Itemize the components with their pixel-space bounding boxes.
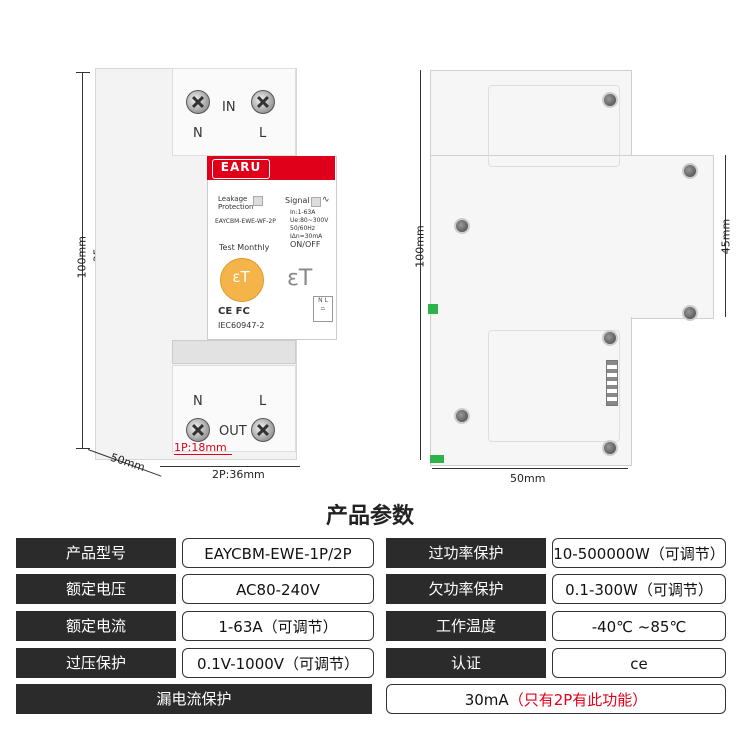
param-value: 0.1-300W（可调节）: [552, 574, 726, 604]
param-label: 认证: [386, 648, 546, 678]
screw-bottom-n: [186, 418, 210, 442]
brand-logo: EARU: [220, 160, 262, 174]
onoff-label: ON/OFF: [290, 240, 321, 249]
breaker-bottom-block: [172, 365, 296, 452]
table-title: 产品参数: [325, 504, 414, 529]
param-label: 额定电压: [16, 574, 176, 604]
front-panel: [207, 156, 337, 340]
leakage-label-1: Leakage: [218, 195, 248, 203]
side-height-line: [420, 70, 421, 460]
label-top-n: N: [193, 126, 203, 141]
panel-logo-text: εT: [287, 266, 313, 291]
param-value: -40℃ ~85℃: [552, 611, 726, 641]
signal-indicator: [311, 197, 321, 207]
side-width-label: 50mm: [510, 472, 546, 485]
model-label-small: EAYCBM-EWE-WF-2P: [215, 218, 276, 225]
side-dot-7: [682, 305, 698, 321]
last-label: 漏电流保护: [16, 684, 372, 714]
width-2p-line: [160, 466, 300, 467]
side-inner-panel-bottom: [488, 330, 620, 442]
width-1p-line: [174, 454, 232, 455]
screw-bottom-l: [251, 418, 275, 442]
test-knob[interactable]: [220, 258, 264, 302]
param-label: 额定电流: [16, 611, 176, 641]
side-inner-panel-top: [488, 85, 620, 167]
side-width-line: [432, 468, 628, 469]
side-device-view: 100mm 35mm 45mm 50mm: [380, 0, 740, 490]
param-label: 欠功率保护: [386, 574, 546, 604]
standard-label: IEC60947-2: [218, 321, 265, 330]
param-value: EAYCBM-EWE-1P/2P: [182, 538, 374, 568]
side-dot-4: [602, 330, 618, 346]
param-label: 产品型号: [16, 538, 176, 568]
side-right-line: [725, 155, 726, 317]
param-value: ce: [552, 648, 726, 678]
last-value-main: 30mA: [464, 691, 509, 709]
breaker-mid-strip: [172, 340, 296, 364]
label-bottom-n: N: [193, 394, 203, 409]
param-label: 过压保护: [16, 648, 176, 678]
label-top-l: L: [259, 126, 267, 141]
side-height-label: 100mm: [413, 225, 427, 268]
label-bottom-l: L: [259, 394, 267, 409]
screw-top-l: [251, 90, 275, 114]
signal-label: Signal: [285, 196, 310, 205]
side-dot-2: [454, 408, 470, 424]
brand-header: [207, 156, 335, 180]
wifi-icon: ∿: [322, 195, 330, 205]
param-value: 0.1V-1000V（可调节）: [182, 648, 374, 678]
spec-line-3: 50/60Hz: [290, 225, 315, 232]
knob-logo-text: εT: [232, 268, 250, 286]
side-dot-6: [682, 163, 698, 179]
side-dot-5: [602, 440, 618, 456]
side-body-mid: [430, 155, 714, 319]
side-green-clip-top: [428, 304, 438, 314]
leakage-indicator: [253, 196, 263, 206]
front-device-view: 100mm 35mm IN N L N L OUT EARU Leakage P…: [0, 0, 360, 490]
ce-fc-mark: CE FC: [218, 306, 250, 317]
spec-line-1: In:1-63A: [290, 209, 316, 216]
side-connector-port: [606, 360, 618, 406]
spec-line-2: Ue:80~300V: [290, 217, 329, 224]
last-value-note: （只有2P有此功能）: [508, 691, 648, 709]
table-row-last: 漏电流保护 30mA（只有2P有此功能）: [16, 684, 726, 716]
label-in: IN: [222, 100, 236, 115]
brand-box: [212, 159, 270, 179]
last-value: 30mA（只有2P有此功能）: [386, 684, 726, 714]
height-dim-line: [82, 72, 83, 448]
height-dim-label: 100mm: [75, 236, 89, 279]
width-1p-label: 1P:18mm: [174, 441, 227, 454]
height-dim-tick-top: [76, 72, 90, 73]
param-label: 工作温度: [386, 611, 546, 641]
param-value: AC80-240V: [182, 574, 374, 604]
param-value: 1-63A（可调节）: [182, 611, 374, 641]
side-right-label: 45mm: [719, 218, 733, 255]
width-2p-label: 2P:36mm: [212, 468, 265, 481]
test-monthly-label: Test Monthly: [219, 243, 270, 252]
leakage-label-2: Protection: [218, 203, 254, 211]
label-out: OUT: [219, 424, 247, 439]
side-dot-1: [454, 218, 470, 234]
param-value: 10-500000W（可调节）: [552, 538, 726, 568]
spec-line-4: IΔn=30mA: [290, 233, 323, 240]
side-green-clip-bottom: [430, 455, 444, 463]
side-dot-3: [602, 92, 618, 108]
height-dim-tick-bottom: [76, 448, 90, 449]
param-label: 过功率保护: [386, 538, 546, 568]
wiring-diagram: N L⏢: [313, 296, 333, 322]
screw-top-n: [186, 90, 210, 114]
